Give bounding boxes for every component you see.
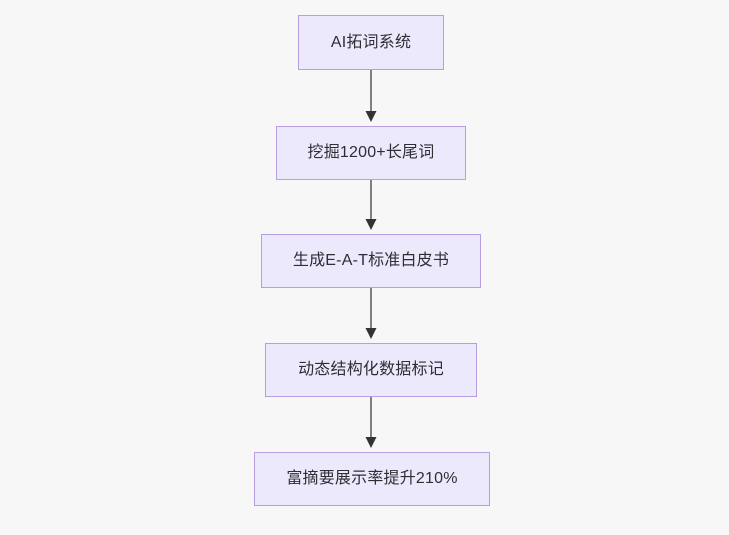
edge-node1-to-node2 bbox=[364, 70, 378, 126]
edge-node2-to-node3 bbox=[364, 180, 378, 234]
flow-node-label: AI拓词系统 bbox=[330, 33, 412, 51]
flow-node-mine-longtail-keywords[interactable]: 挖掘1200+长尾词 bbox=[276, 126, 466, 180]
flow-node-label: 挖掘1200+长尾词 bbox=[307, 144, 435, 162]
flow-node-rich-snippet-rate-increase[interactable]: 富摘要展示率提升210% bbox=[254, 452, 490, 506]
flow-node-label: 动态结构化数据标记 bbox=[298, 361, 444, 379]
flow-node-dynamic-structured-data-markup[interactable]: 动态结构化数据标记 bbox=[265, 343, 477, 397]
flow-node-ai-keyword-system[interactable]: AI拓词系统 bbox=[298, 15, 444, 70]
flow-node-label: 生成E-A-T标准白皮书 bbox=[292, 252, 450, 270]
edge-node3-to-node4 bbox=[364, 288, 378, 343]
flow-node-label: 富摘要展示率提升210% bbox=[286, 470, 458, 488]
edge-node4-to-node5 bbox=[364, 397, 378, 452]
flow-node-generate-eat-whitepaper[interactable]: 生成E-A-T标准白皮书 bbox=[261, 234, 481, 288]
